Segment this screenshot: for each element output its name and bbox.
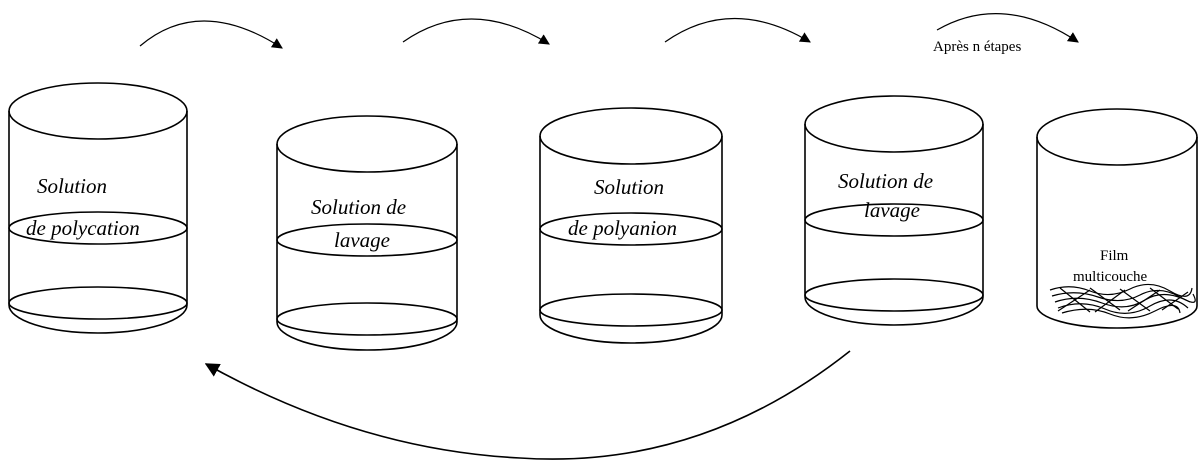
beaker-wash-2-line2: lavage	[864, 198, 920, 222]
beaker-film-line2: multicouche	[1073, 269, 1147, 285]
beaker-film-line1: Film	[1100, 248, 1129, 264]
beaker-polycation-line1: Solution	[37, 174, 107, 198]
beaker-wash-2: Solution de lavage	[804, 95, 984, 326]
beaker-polycation: Solution de polycation	[8, 82, 188, 334]
arrow-step-3	[664, 18, 811, 43]
beaker-wash-1-line2: lavage	[334, 228, 390, 252]
arrow-step-4	[936, 13, 1079, 43]
arrow-label: Après n étapes	[933, 39, 1021, 55]
beaker-polyanion-line1: Solution	[594, 175, 664, 199]
beaker-polyanion: Solution de polyanion	[539, 107, 723, 344]
arrow-step-2	[402, 18, 550, 45]
beaker-wash-2-line1: Solution de	[838, 169, 933, 193]
return-arrow	[204, 350, 851, 460]
beaker-wash-1: Solution de lavage	[276, 115, 458, 351]
arrow-step-1	[139, 20, 283, 49]
beaker-polycation-line2: de polycation	[26, 216, 140, 240]
beaker-wash-1-line1: Solution de	[311, 195, 406, 219]
beaker-polyanion-line2: de polyanion	[568, 216, 677, 240]
multilayer-film-scribble	[1049, 283, 1196, 319]
beaker-film: Film multicouche	[1036, 108, 1198, 329]
